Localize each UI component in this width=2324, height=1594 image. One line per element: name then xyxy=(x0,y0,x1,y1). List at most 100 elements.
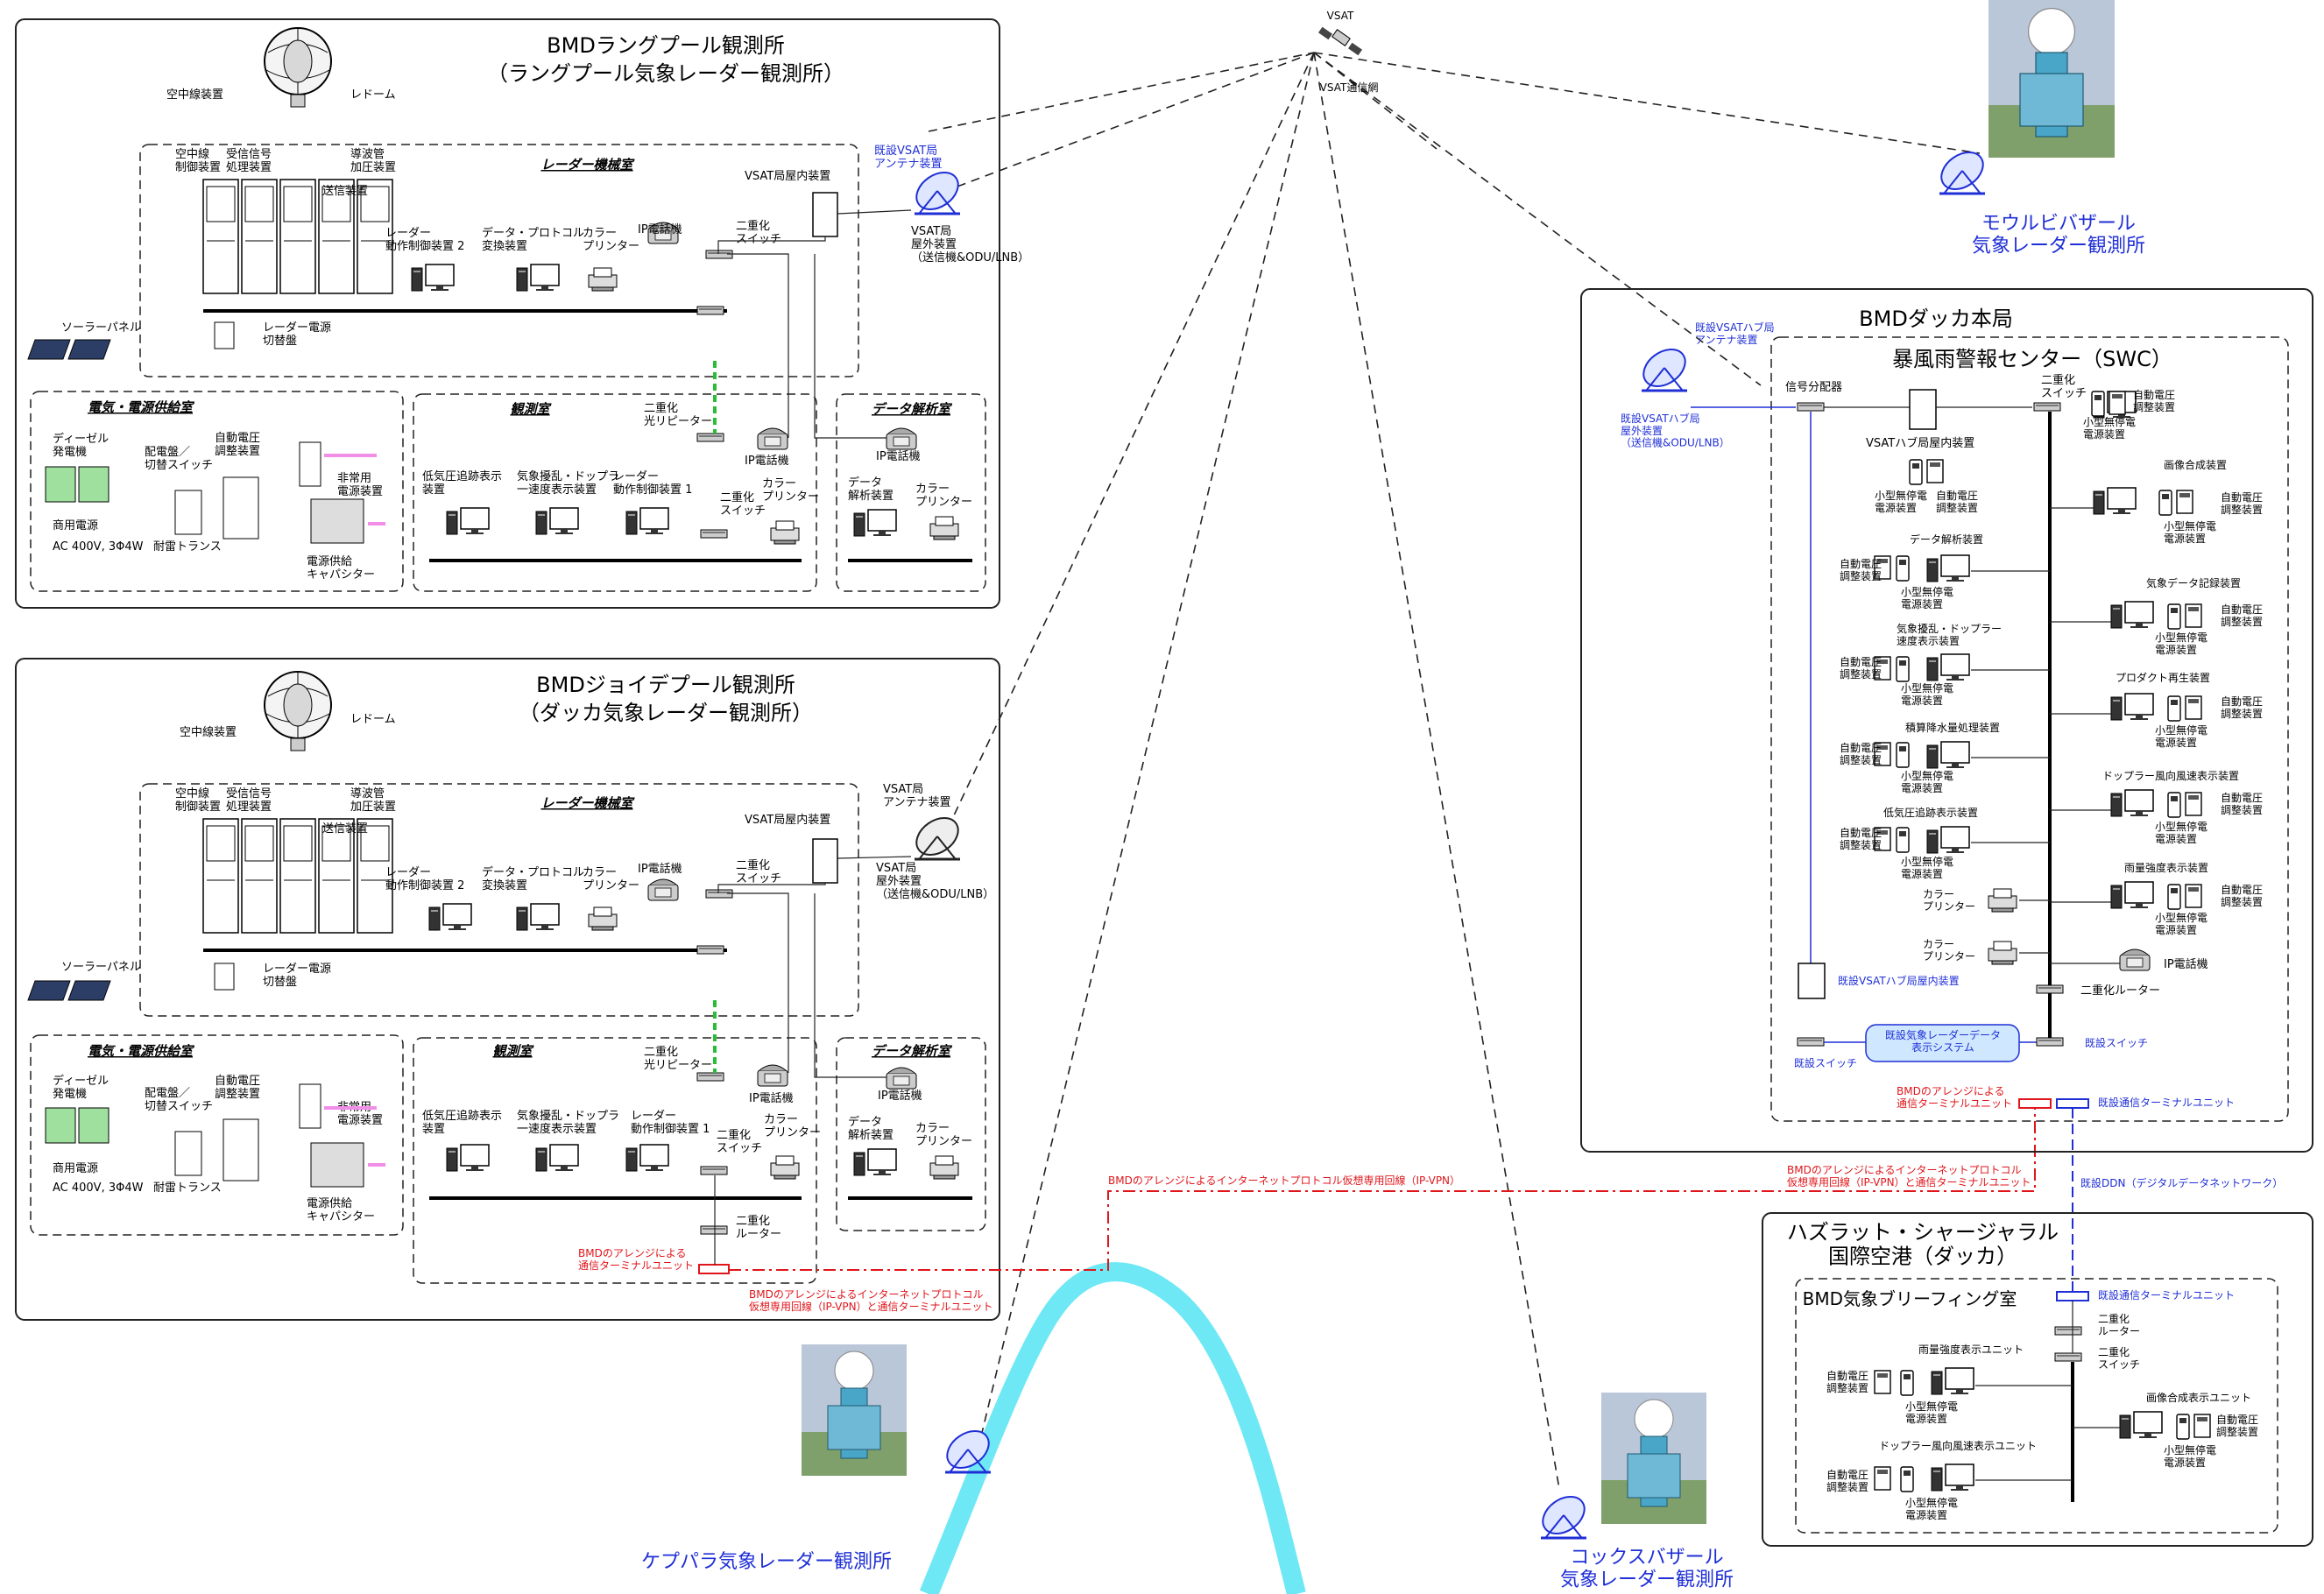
lightning-transformer-icon xyxy=(175,490,201,534)
ip-phone-label: IP電話機 xyxy=(638,222,682,236)
airport: ハズラット・シャージャラル国際空港（ダッカ） BMD気象ブリーフィング室 既設通… xyxy=(1762,1213,2313,1546)
switch-icon xyxy=(697,946,724,954)
swc-box xyxy=(1771,337,2288,1121)
joydebpur-title: BMDジョイデプール観測所 xyxy=(536,673,795,697)
image-unit-label: 画像合成表示ユニット xyxy=(2146,1391,2251,1404)
avr-icon xyxy=(2177,490,2193,513)
radar-ctrl1-label: レーダー動作制御装置 1 xyxy=(613,470,692,497)
rx-proc-label: 受信信号処理装置 xyxy=(226,787,272,814)
dual-repeater-label: 二重化光リピーター xyxy=(644,1045,712,1072)
radar-ctrl2-label: レーダー動作制御装置 2 xyxy=(385,227,464,253)
ups-label: 小型無停電電源装置 xyxy=(2164,1443,2216,1469)
lowp-label: 低気圧追跡表示装置 xyxy=(1883,806,1978,819)
ddn-label: 既設DDN（デジタルデータネットワーク） xyxy=(2080,1176,2283,1189)
data-analysis-label: データ解析装置 xyxy=(848,1115,894,1142)
computer-icon xyxy=(1927,555,1969,582)
router-icon xyxy=(2055,1327,2081,1335)
ups-label: 小型無停電電源装置 xyxy=(2155,631,2207,656)
printer-icon xyxy=(930,1156,958,1179)
vsat-antenna-icon xyxy=(909,810,964,862)
solar-label: ソーラーパネル xyxy=(61,961,141,974)
ups-icon xyxy=(2168,604,2180,629)
rangpur-title: BMDラングプール観測所 xyxy=(547,33,785,58)
radome-label: レドーム xyxy=(350,713,396,726)
color-printer-label: カラープリンター xyxy=(583,866,639,892)
ip-phone-icon xyxy=(2120,949,2150,970)
disturb-label: 気象擾乱・ドップラ一速度表示装置 xyxy=(517,469,619,497)
obs-room-label: 観測室 xyxy=(510,401,552,417)
coxsbazar-label: コックスバザール気象レーダー観測所 xyxy=(1560,1547,1734,1590)
avr-label: 自動電圧調整装置 xyxy=(2216,1414,2258,1438)
printer-icon xyxy=(589,907,617,930)
vsat-antenna-icon xyxy=(909,165,964,216)
computer-icon xyxy=(2111,882,2153,908)
ip-phone2-label: IP電話機 xyxy=(745,454,789,468)
router-icon xyxy=(701,1226,727,1234)
ups-label: 小型無停電電源装置 xyxy=(2164,519,2216,545)
emergency-label: 非常用電源装置 xyxy=(337,1101,383,1127)
switch-icon xyxy=(697,307,724,314)
avr-icon xyxy=(2186,604,2201,627)
existing-switch-left-label: 既設スイッチ xyxy=(1794,1056,1857,1069)
avr-icon xyxy=(223,477,258,539)
obs-room-label: 観測室 xyxy=(492,1043,534,1059)
capacitor-label: 電源供給キャパシター xyxy=(307,1197,375,1224)
commercial-label: 商用電源 xyxy=(53,1162,98,1175)
avr-label: 自動電圧調整装置 xyxy=(215,1075,260,1101)
met-record-label: 気象データ記録装置 xyxy=(2146,576,2241,589)
ip-phone-icon xyxy=(887,428,916,449)
vsat-antenna-label: 既設VSAT局アンテナ装置 xyxy=(874,144,942,171)
computer-icon xyxy=(412,264,454,291)
rx-proc-label: 受信信号処理装置 xyxy=(226,148,272,174)
briefing-room-label: BMD気象ブリーフィング室 xyxy=(1803,1288,2017,1309)
vsat-indoor-icon xyxy=(813,839,837,883)
moulvibazar-label: モウルビバザール気象レーダー観測所 xyxy=(1972,213,2145,257)
capacitor-label: 電源供給キャパシター xyxy=(307,555,375,582)
existing-switch-right-label: 既設スイッチ xyxy=(2085,1036,2148,1049)
dual-switch2-label: 二重化スイッチ xyxy=(717,1128,762,1155)
switch-icon xyxy=(2055,1353,2081,1361)
computer-icon xyxy=(1927,827,1969,853)
airport-router-label: 二重化ルーター xyxy=(2098,1313,2140,1337)
vsat-indoor-icon xyxy=(813,193,837,236)
computer-icon xyxy=(1927,742,1969,768)
avr-icon xyxy=(2186,696,2201,719)
dhaka-hq: BMDダッカ本局 暴風雨警報センター（SWC） 既設VSATハブ局アンテナ装置 … xyxy=(1581,289,2313,1152)
avr-icon xyxy=(2186,793,2201,815)
capacitor-icon xyxy=(311,499,364,543)
waveguide-label: 導波管加圧装置 xyxy=(350,787,396,814)
power-room-label: 電気・電源供給室 xyxy=(88,1043,195,1059)
radar-power-switch-label: レーダー電源切替盤 xyxy=(263,321,331,348)
airport-switch-label: 二重化スイッチ xyxy=(2098,1346,2140,1371)
computer-icon xyxy=(2120,1412,2162,1438)
data-analysis-label: データ解析装置 xyxy=(848,476,894,503)
avr-icon xyxy=(2186,885,2201,907)
avr-label: 自動電圧調整装置 xyxy=(2133,389,2175,413)
avr-icon xyxy=(2109,391,2125,414)
data-protocol-label: データ・プロトコル変換装置 xyxy=(482,865,584,892)
computer-icon xyxy=(626,508,668,534)
avr-icon xyxy=(1875,1467,1890,1490)
ups-icon xyxy=(2159,490,2172,515)
dist-switch-label: 配電盤／切替スイッチ xyxy=(145,446,213,472)
antenna-ctrl-label: 空中線制御装置 xyxy=(175,786,221,814)
ups-icon xyxy=(1897,828,1909,852)
ac-label: AC 400V, 3Φ4W xyxy=(53,1181,144,1195)
terminal-unit-icon xyxy=(699,1265,729,1273)
hub-indoor-label: VSATハブ局屋内装置 xyxy=(1866,436,1974,450)
avr-label: 自動電圧調整装置 xyxy=(1840,656,1882,681)
radome-label: レドーム xyxy=(350,88,396,102)
avr-label: 自動電圧調整装置 xyxy=(2221,792,2263,816)
avr-label: 自動電圧調整装置 xyxy=(2221,603,2263,628)
color-printer3-label: カラープリンター xyxy=(915,1122,972,1148)
vsat-outdoor-label: VSAT局屋外装置（送信機&ODU/LNB） xyxy=(876,862,994,901)
dist-switch-label: 配電盤／切替スイッチ xyxy=(145,1087,213,1113)
computer-icon xyxy=(536,1145,578,1171)
dual-router-label: 二重化ルーター xyxy=(2080,984,2160,998)
repeater-icon xyxy=(697,434,724,441)
doppler-wind-label: ドップラー風向風速表示装置 xyxy=(2102,769,2239,782)
commercial-label: 商用電源 xyxy=(53,519,98,533)
avr-icon xyxy=(2194,1414,2210,1437)
ip-phone-icon xyxy=(758,428,788,449)
avr-label: 自動電圧調整装置 xyxy=(1826,1370,1868,1394)
